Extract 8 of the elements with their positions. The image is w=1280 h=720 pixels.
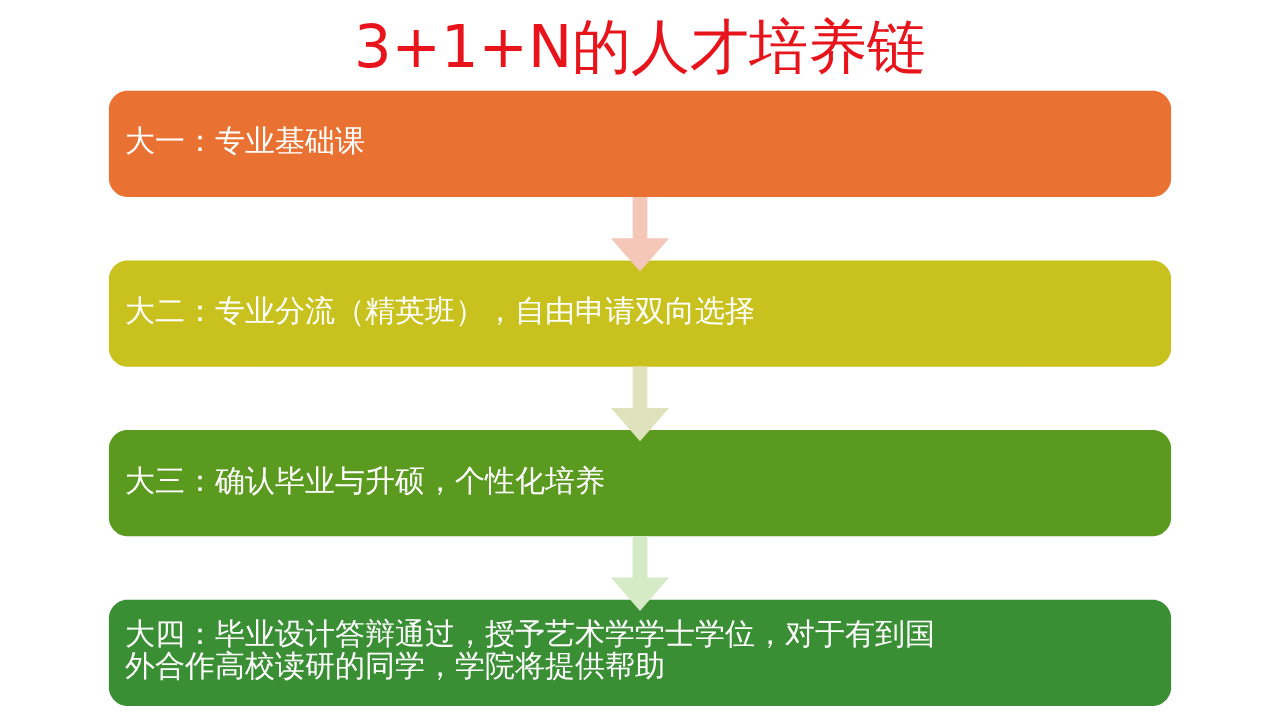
arrow — [610, 197, 670, 272]
node-box: 大三：确认毕业与升硕，个性化培养 — [108, 430, 1172, 537]
diagram-title: 3+1+N的人才培养链 — [353, 12, 927, 82]
node-box: 大一：专业基础课 — [108, 90, 1172, 197]
node-box: 大二：专业分流（精英班），自由申请双向选择 — [108, 260, 1172, 367]
arrow — [610, 366, 670, 442]
arrow — [610, 536, 670, 611]
node-box: 大四：毕业设计答辩通过，授予艺术学学士学位，对于有到国外合作高校读研的同学，学院将提供帮助 — [108, 599, 1172, 706]
